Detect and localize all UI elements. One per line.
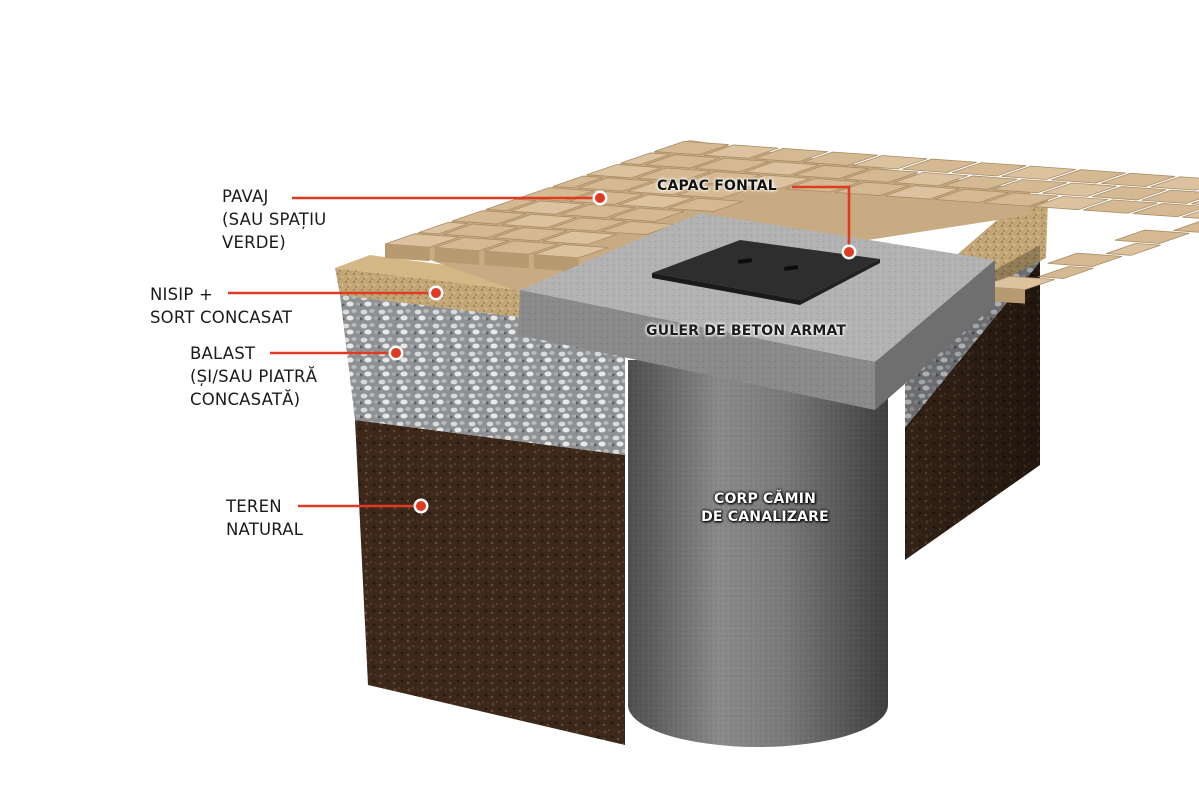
paver-brick: [609, 207, 685, 222]
paver-brick: [542, 230, 618, 245]
cast-iron-cover: [652, 240, 880, 305]
paver-brick: [1132, 203, 1199, 218]
paver-brick: [1114, 229, 1190, 244]
paver-brick: [1150, 176, 1199, 191]
paver-brick: [645, 154, 720, 169]
label-nisip-line-2: SORT CONCASAT: [150, 308, 293, 327]
label-teren-line-1: TEREN: [226, 497, 282, 516]
label-teren-line-2: NATURAL: [226, 520, 304, 539]
paver-brick: [884, 185, 960, 200]
paver-brick: [893, 171, 968, 187]
label-teren: TEREN NATURAL: [226, 495, 303, 541]
paver-brick: [902, 158, 977, 173]
paver-brick: [794, 164, 869, 180]
paver-brick: [694, 157, 770, 173]
paver-brick: [620, 152, 671, 165]
label-pavaj: PAVAJ (SAU SPAȚIU VERDE): [222, 185, 326, 254]
paver-brick: [992, 179, 1068, 194]
manhole-body: [628, 360, 888, 747]
paver-brick: [785, 178, 860, 193]
paver-brick: [1033, 195, 1108, 211]
paver-brick: [578, 177, 653, 192]
paver-brick: [686, 171, 761, 186]
paver-brick: [1047, 252, 1123, 267]
paver-brick: [843, 168, 919, 183]
paver-brick-edge: [434, 247, 480, 265]
label-nisip: NISIP + SORT CONCASAT: [150, 283, 292, 329]
paver-brick: [1038, 266, 1094, 279]
paver-brick: [1106, 242, 1161, 256]
paver-brick: [510, 200, 586, 215]
paver-brick: [551, 217, 626, 232]
paver-brick: [1191, 200, 1199, 205]
paver-brick: [735, 174, 811, 189]
paver-brick: [443, 223, 518, 238]
paver-brick: [803, 151, 878, 166]
paver-brick-edge: [484, 251, 529, 269]
paver-brick: [934, 188, 1009, 204]
paver-brick: [418, 221, 469, 235]
callouts: [228, 185, 857, 514]
paver-brick: [983, 192, 1059, 207]
paver-brick: [951, 162, 1027, 177]
paver-brick: [668, 197, 743, 212]
paver-brick: [753, 148, 828, 163]
paver-brick: [627, 180, 703, 196]
paver-brick: [703, 144, 779, 159]
label-pavaj-line-3: VERDE): [222, 233, 286, 252]
label-balast-line-1: BALAST: [190, 344, 256, 363]
leader-line-capac: [792, 185, 851, 252]
label-pavaj-line-2: (SAU SPAȚIU: [222, 210, 327, 229]
paver-brick: [452, 210, 527, 225]
label-balast-line-3: CONCASATĂ): [190, 390, 301, 409]
marker-dot-capac: [844, 247, 854, 257]
marker-dot-pavaj: [595, 193, 605, 203]
paver-brick: [586, 164, 662, 179]
paver-brick: [1042, 182, 1117, 197]
paver-brick: [744, 161, 820, 176]
paver-brick: [654, 140, 729, 156]
label-corp-line-2: DE CANALIZARE: [701, 509, 829, 525]
paver-brick: [560, 204, 635, 219]
paver-brick: [1141, 189, 1199, 204]
paver-brick: [834, 181, 910, 196]
paver-brick: [1001, 165, 1077, 180]
paver-brick: [1083, 199, 1158, 214]
marker-dot-balast: [391, 348, 401, 358]
paver-brick: [1173, 221, 1199, 233]
label-balast-line-2: (ȘI/SAU PIATRĂ: [190, 367, 318, 386]
paver-brick: [677, 184, 752, 199]
label-guler: GULER DE BETON ARMAT: [646, 323, 847, 339]
label-corp-line-1: CORP CĂMIN: [713, 491, 817, 507]
label-capac: CAPAC FONTAL: [657, 178, 777, 194]
paver-brick: [1182, 211, 1199, 219]
paver-brick: [943, 175, 1018, 190]
marker-dot-teren: [416, 501, 426, 511]
paver-brick: [1091, 186, 1167, 201]
marker-dot-nisip: [431, 288, 441, 298]
paver-brick-edge: [385, 244, 430, 262]
paver-brick-edge: [533, 254, 579, 272]
label-nisip-line-1: NISIP +: [150, 285, 213, 304]
label-balast: BALAST (ȘI/SAU PIATRĂ CONCASATĂ): [190, 342, 317, 411]
paver-brick: [553, 175, 603, 189]
paver-brick: [501, 213, 577, 229]
label-pavaj-line-1: PAVAJ: [222, 187, 269, 206]
paver-brick: [636, 167, 712, 182]
paver-brick: [1100, 172, 1176, 187]
paver-brick: [852, 155, 928, 170]
label-corp: CORP CĂMIN DE CANALIZARE: [690, 490, 840, 526]
natural-soil-layer: [355, 420, 625, 745]
paver-brick: [485, 198, 536, 212]
paver-brick: [1051, 169, 1126, 184]
paver-brick: [618, 194, 694, 209]
paver-brick: [492, 227, 568, 242]
